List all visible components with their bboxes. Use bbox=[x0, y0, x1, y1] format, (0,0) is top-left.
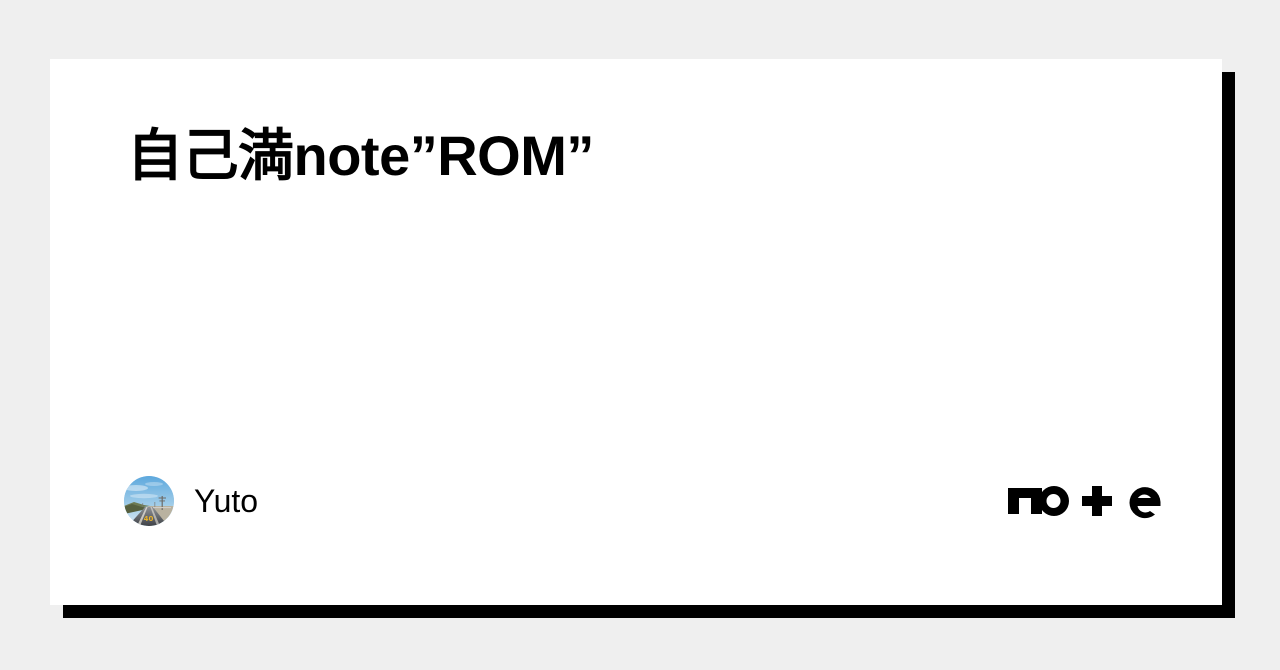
page-title: 自己満note”ROM” bbox=[127, 124, 594, 187]
article-card: 自己満note”ROM” bbox=[50, 59, 1222, 605]
author-block[interactable]: 40 Yuto bbox=[124, 476, 258, 526]
card-footer: 40 Yuto bbox=[50, 445, 1222, 605]
note-logo[interactable] bbox=[1008, 478, 1170, 524]
avatar: 40 bbox=[124, 476, 174, 526]
author-name: Yuto bbox=[194, 483, 259, 519]
svg-text:40: 40 bbox=[144, 515, 154, 523]
